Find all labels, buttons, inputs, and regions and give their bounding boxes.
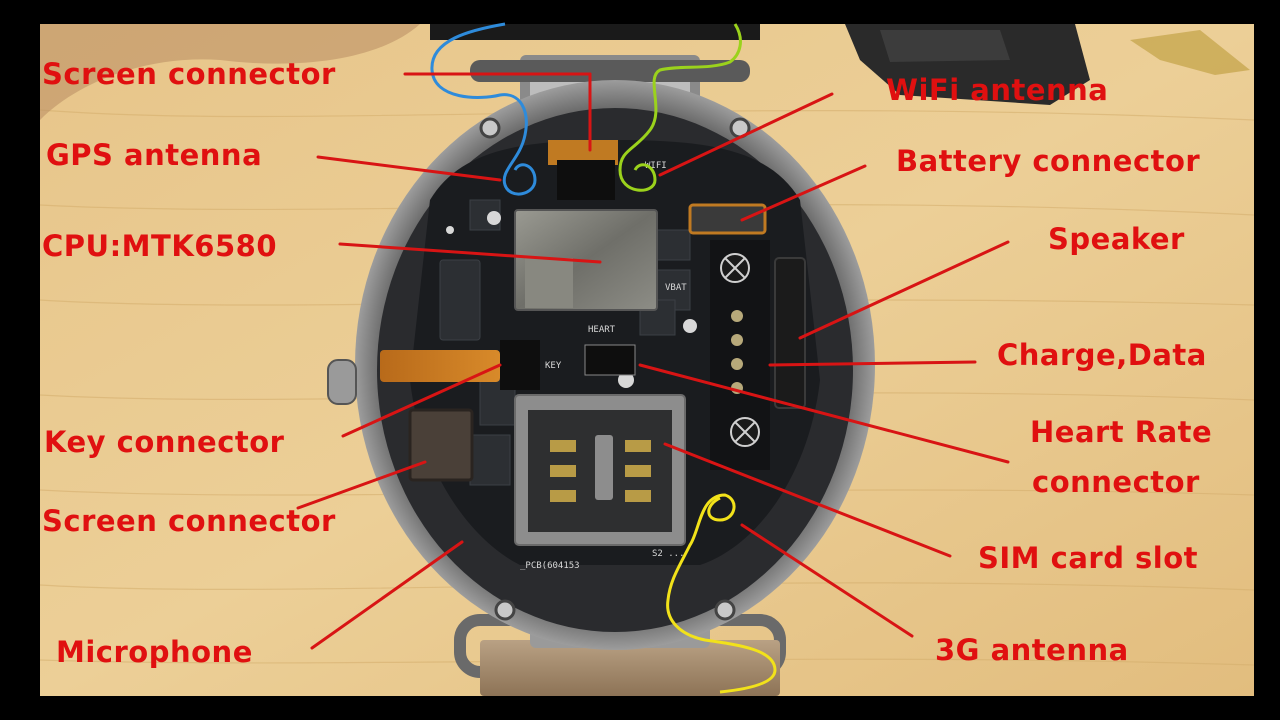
label-speaker: Speaker — [1048, 222, 1185, 256]
screen-connector-bottom-block — [408, 408, 474, 482]
side-board — [710, 240, 806, 470]
case-screws — [479, 117, 751, 621]
label-gps-antenna: GPS antenna — [46, 138, 263, 172]
battery-flex — [688, 203, 767, 235]
sim-card-tray — [514, 394, 686, 546]
key-flex — [380, 350, 500, 382]
label-heart-rate-line2: connector — [1032, 465, 1200, 499]
silk-heart: HEART — [588, 325, 616, 335]
silk-wifi: WIFI — [645, 161, 667, 171]
label-battery-connector: Battery connector — [896, 144, 1201, 178]
key-connector-block — [500, 340, 540, 390]
silk-pcb: _PCB(604153 — [520, 561, 580, 571]
label-key-connector: Key connector — [44, 425, 285, 459]
label-cpu: CPU:MTK6580 — [42, 229, 278, 263]
label-3g-antenna: 3G antenna — [935, 633, 1129, 667]
label-screen-connector-top: Screen connector — [42, 57, 336, 91]
silk-vbat: VBAT — [665, 283, 687, 293]
crown-button — [327, 359, 357, 405]
back-cover-piece — [430, 24, 1250, 105]
silk-model: S2 ... — [652, 549, 685, 559]
heart-rate-connector-block — [584, 344, 636, 376]
top-connector-block — [557, 160, 615, 200]
wifi-antenna-wire — [618, 23, 742, 192]
finger-shadow — [40, 24, 420, 120]
label-charge-data: Charge,Data — [997, 338, 1207, 372]
label-screen-connector-bottom: Screen connector — [42, 504, 336, 538]
label-wifi-antenna: WiFi antenna — [886, 73, 1109, 107]
gps-antenna-wire — [430, 22, 537, 196]
label-heart-rate-line1: Heart Rate — [1030, 415, 1213, 449]
label-sim-card-slot: SIM card slot — [978, 541, 1199, 575]
label-microphone: Microphone — [56, 635, 253, 669]
pointer-lines — [296, 72, 1010, 650]
silk-key: KEY — [545, 361, 562, 371]
3g-antenna-wire — [666, 493, 777, 694]
